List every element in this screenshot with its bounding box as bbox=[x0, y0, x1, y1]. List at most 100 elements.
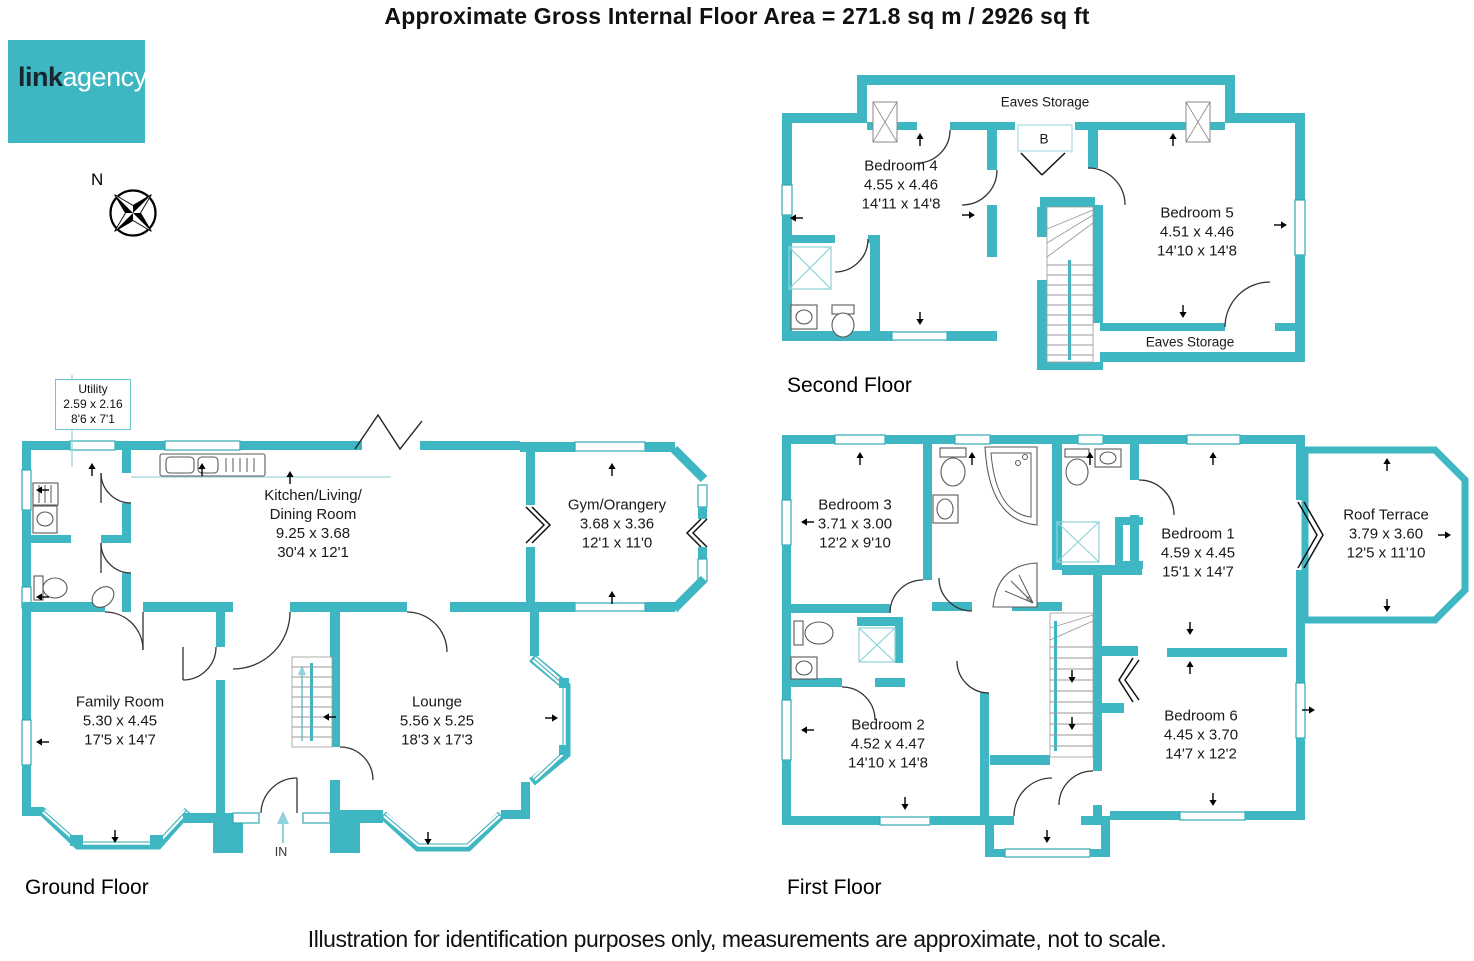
room-dim-imperial: 14'11 x 14'8 bbox=[861, 195, 941, 213]
toilet-icon bbox=[939, 447, 967, 487]
dimension-arrow-icon bbox=[36, 593, 49, 601]
compass-north-label: N bbox=[91, 170, 104, 189]
ground-floor-label: Ground Floor bbox=[25, 876, 149, 899]
boiler-cupboard bbox=[1017, 124, 1073, 152]
dimension-arrow-icon bbox=[198, 463, 206, 476]
agency-logo: linkagency bbox=[8, 40, 147, 143]
dimension-arrow-icon bbox=[801, 726, 814, 734]
shower-tray-icon bbox=[858, 627, 896, 663]
dimension-arrow-icon bbox=[111, 830, 119, 843]
utility-sink-icon bbox=[32, 505, 58, 534]
room-label-bedroom1: Bedroom 1 4.59 x 4.45 15'1 x 14'7 bbox=[1161, 525, 1235, 582]
wall-break-icon bbox=[354, 413, 423, 451]
room-dim-metric: 3.68 x 3.36 bbox=[579, 515, 655, 533]
room-label-utility: Utility 2.59 x 2.16 8'6 x 7'1 bbox=[55, 379, 131, 430]
eaves-storage-top-label: Eaves Storage bbox=[1000, 94, 1090, 110]
dimension-arrow-icon bbox=[1043, 830, 1051, 843]
dimension-arrow-icon bbox=[1068, 670, 1076, 683]
dimension-arrow-icon bbox=[790, 214, 803, 222]
room-dim-metric: 9.25 x 3.68 bbox=[275, 525, 351, 542]
french-door-icon bbox=[1118, 657, 1134, 703]
second-floor-label: Second Floor bbox=[787, 374, 912, 397]
room-label-kitchen: Kitchen/Living/ Dining Room 9.25 x 3.68 … bbox=[264, 486, 362, 562]
room-label-lounge: Lounge 5.56 x 5.25 18'3 x 17'3 bbox=[400, 693, 474, 750]
compass-icon bbox=[109, 189, 157, 237]
corner-shower-icon bbox=[992, 562, 1038, 608]
staircase bbox=[291, 656, 333, 748]
room-dim-imperial: 14'10 x 14'8 bbox=[848, 754, 928, 772]
dimension-arrow-icon bbox=[286, 471, 294, 484]
first-floor-label: First Floor bbox=[787, 876, 882, 899]
corner-bath-icon bbox=[984, 446, 1038, 526]
dimension-arrow-icon bbox=[608, 591, 616, 604]
floorplan-second bbox=[781, 75, 1306, 370]
room-name: Roof Terrace bbox=[1343, 506, 1429, 524]
dimension-arrow-icon bbox=[545, 714, 558, 722]
toilet-icon bbox=[831, 304, 855, 338]
dimension-arrow-icon bbox=[424, 832, 432, 845]
room-name: Gym/Orangery bbox=[567, 496, 667, 514]
logo-word-agency: agency bbox=[62, 62, 148, 92]
room-name: Bedroom 1 bbox=[1161, 525, 1235, 543]
wc-basin-icon bbox=[91, 586, 115, 608]
room-dim-imperial: 14'7 x 12'2 bbox=[1165, 745, 1237, 763]
doors bbox=[834, 129, 1271, 328]
room-name: Bedroom 2 bbox=[851, 716, 925, 734]
basin-icon bbox=[790, 656, 818, 680]
french-door-icon bbox=[691, 518, 708, 548]
eaves-storage-bottom-label: Eaves Storage bbox=[1145, 334, 1235, 350]
dimension-arrow-icon bbox=[1383, 458, 1391, 471]
toilet-icon bbox=[793, 620, 834, 646]
boiler-label: B bbox=[1039, 131, 1049, 147]
dimension-arrow-icon bbox=[1169, 133, 1177, 146]
agency-logo-text: linkagency bbox=[18, 62, 147, 93]
room-dim-imperial: 15'1 x 14'7 bbox=[1162, 563, 1234, 581]
room-dim-imperial: 30'4 x 12'1 bbox=[277, 544, 349, 561]
room-dim-metric: 2.59 x 2.16 bbox=[63, 397, 123, 411]
doors bbox=[100, 472, 448, 781]
room-dim-metric: 4.55 x 4.46 bbox=[863, 176, 939, 194]
floorplan-first bbox=[781, 434, 1469, 858]
entrance-arrow-icon bbox=[277, 811, 289, 843]
disclaimer-text: Illustration for identification purposes… bbox=[307, 926, 1167, 952]
wc-toilet-icon bbox=[33, 575, 68, 601]
room-dim-metric: 3.79 x 3.60 bbox=[1348, 525, 1424, 543]
room-dim-metric: 4.51 x 4.46 bbox=[1159, 223, 1235, 241]
dimension-arrow-icon bbox=[856, 452, 864, 465]
dimension-arrow-icon bbox=[1274, 221, 1287, 229]
logo-word-link: link bbox=[18, 62, 63, 92]
dimension-arrow-icon bbox=[1209, 793, 1217, 806]
dimension-arrow-icon bbox=[1302, 706, 1315, 714]
dimension-arrow-icon bbox=[88, 463, 96, 476]
room-name: Family Room bbox=[75, 693, 165, 711]
dimension-arrow-icon bbox=[801, 518, 814, 526]
dimension-arrow-icon bbox=[968, 452, 976, 465]
hatch-box-icon bbox=[872, 101, 898, 143]
room-name: Utility bbox=[78, 382, 108, 396]
french-door-icon bbox=[1297, 501, 1318, 569]
room-dim-imperial: 18'3 x 17'3 bbox=[401, 731, 473, 749]
shower-tray-icon bbox=[788, 246, 832, 290]
dimension-arrow-icon bbox=[1179, 305, 1187, 318]
entrance-door-arc bbox=[260, 777, 298, 814]
dimension-arrow-icon bbox=[36, 738, 49, 746]
dimension-arrow-icon bbox=[1068, 717, 1076, 730]
room-dim-metric: 3.71 x 3.00 bbox=[817, 515, 893, 533]
dimension-arrow-icon bbox=[901, 797, 909, 810]
entrance-label: IN bbox=[274, 845, 288, 859]
room-label-family: Family Room 5.30 x 4.45 17'5 x 14'7 bbox=[76, 693, 164, 750]
dimension-arrow-icon bbox=[1383, 599, 1391, 612]
dimension-arrow-icon bbox=[1209, 452, 1217, 465]
dimension-arrow-icon bbox=[916, 312, 924, 325]
room-dim-imperial: 12'5 x 11'10 bbox=[1346, 544, 1426, 562]
french-door-icon bbox=[525, 506, 546, 544]
room-dim-imperial: 12'1 x 11'0 bbox=[581, 534, 653, 552]
basin-icon bbox=[790, 304, 818, 330]
shower-tray-icon bbox=[1056, 521, 1100, 563]
basin-icon bbox=[932, 494, 959, 524]
basin-icon bbox=[1094, 448, 1122, 468]
room-dim-imperial: 17'5 x 14'7 bbox=[84, 731, 156, 749]
dimension-arrow-icon bbox=[36, 486, 49, 494]
dimension-arrow-icon bbox=[962, 211, 975, 219]
room-dim-imperial: 8'6 x 7'1 bbox=[71, 412, 115, 426]
